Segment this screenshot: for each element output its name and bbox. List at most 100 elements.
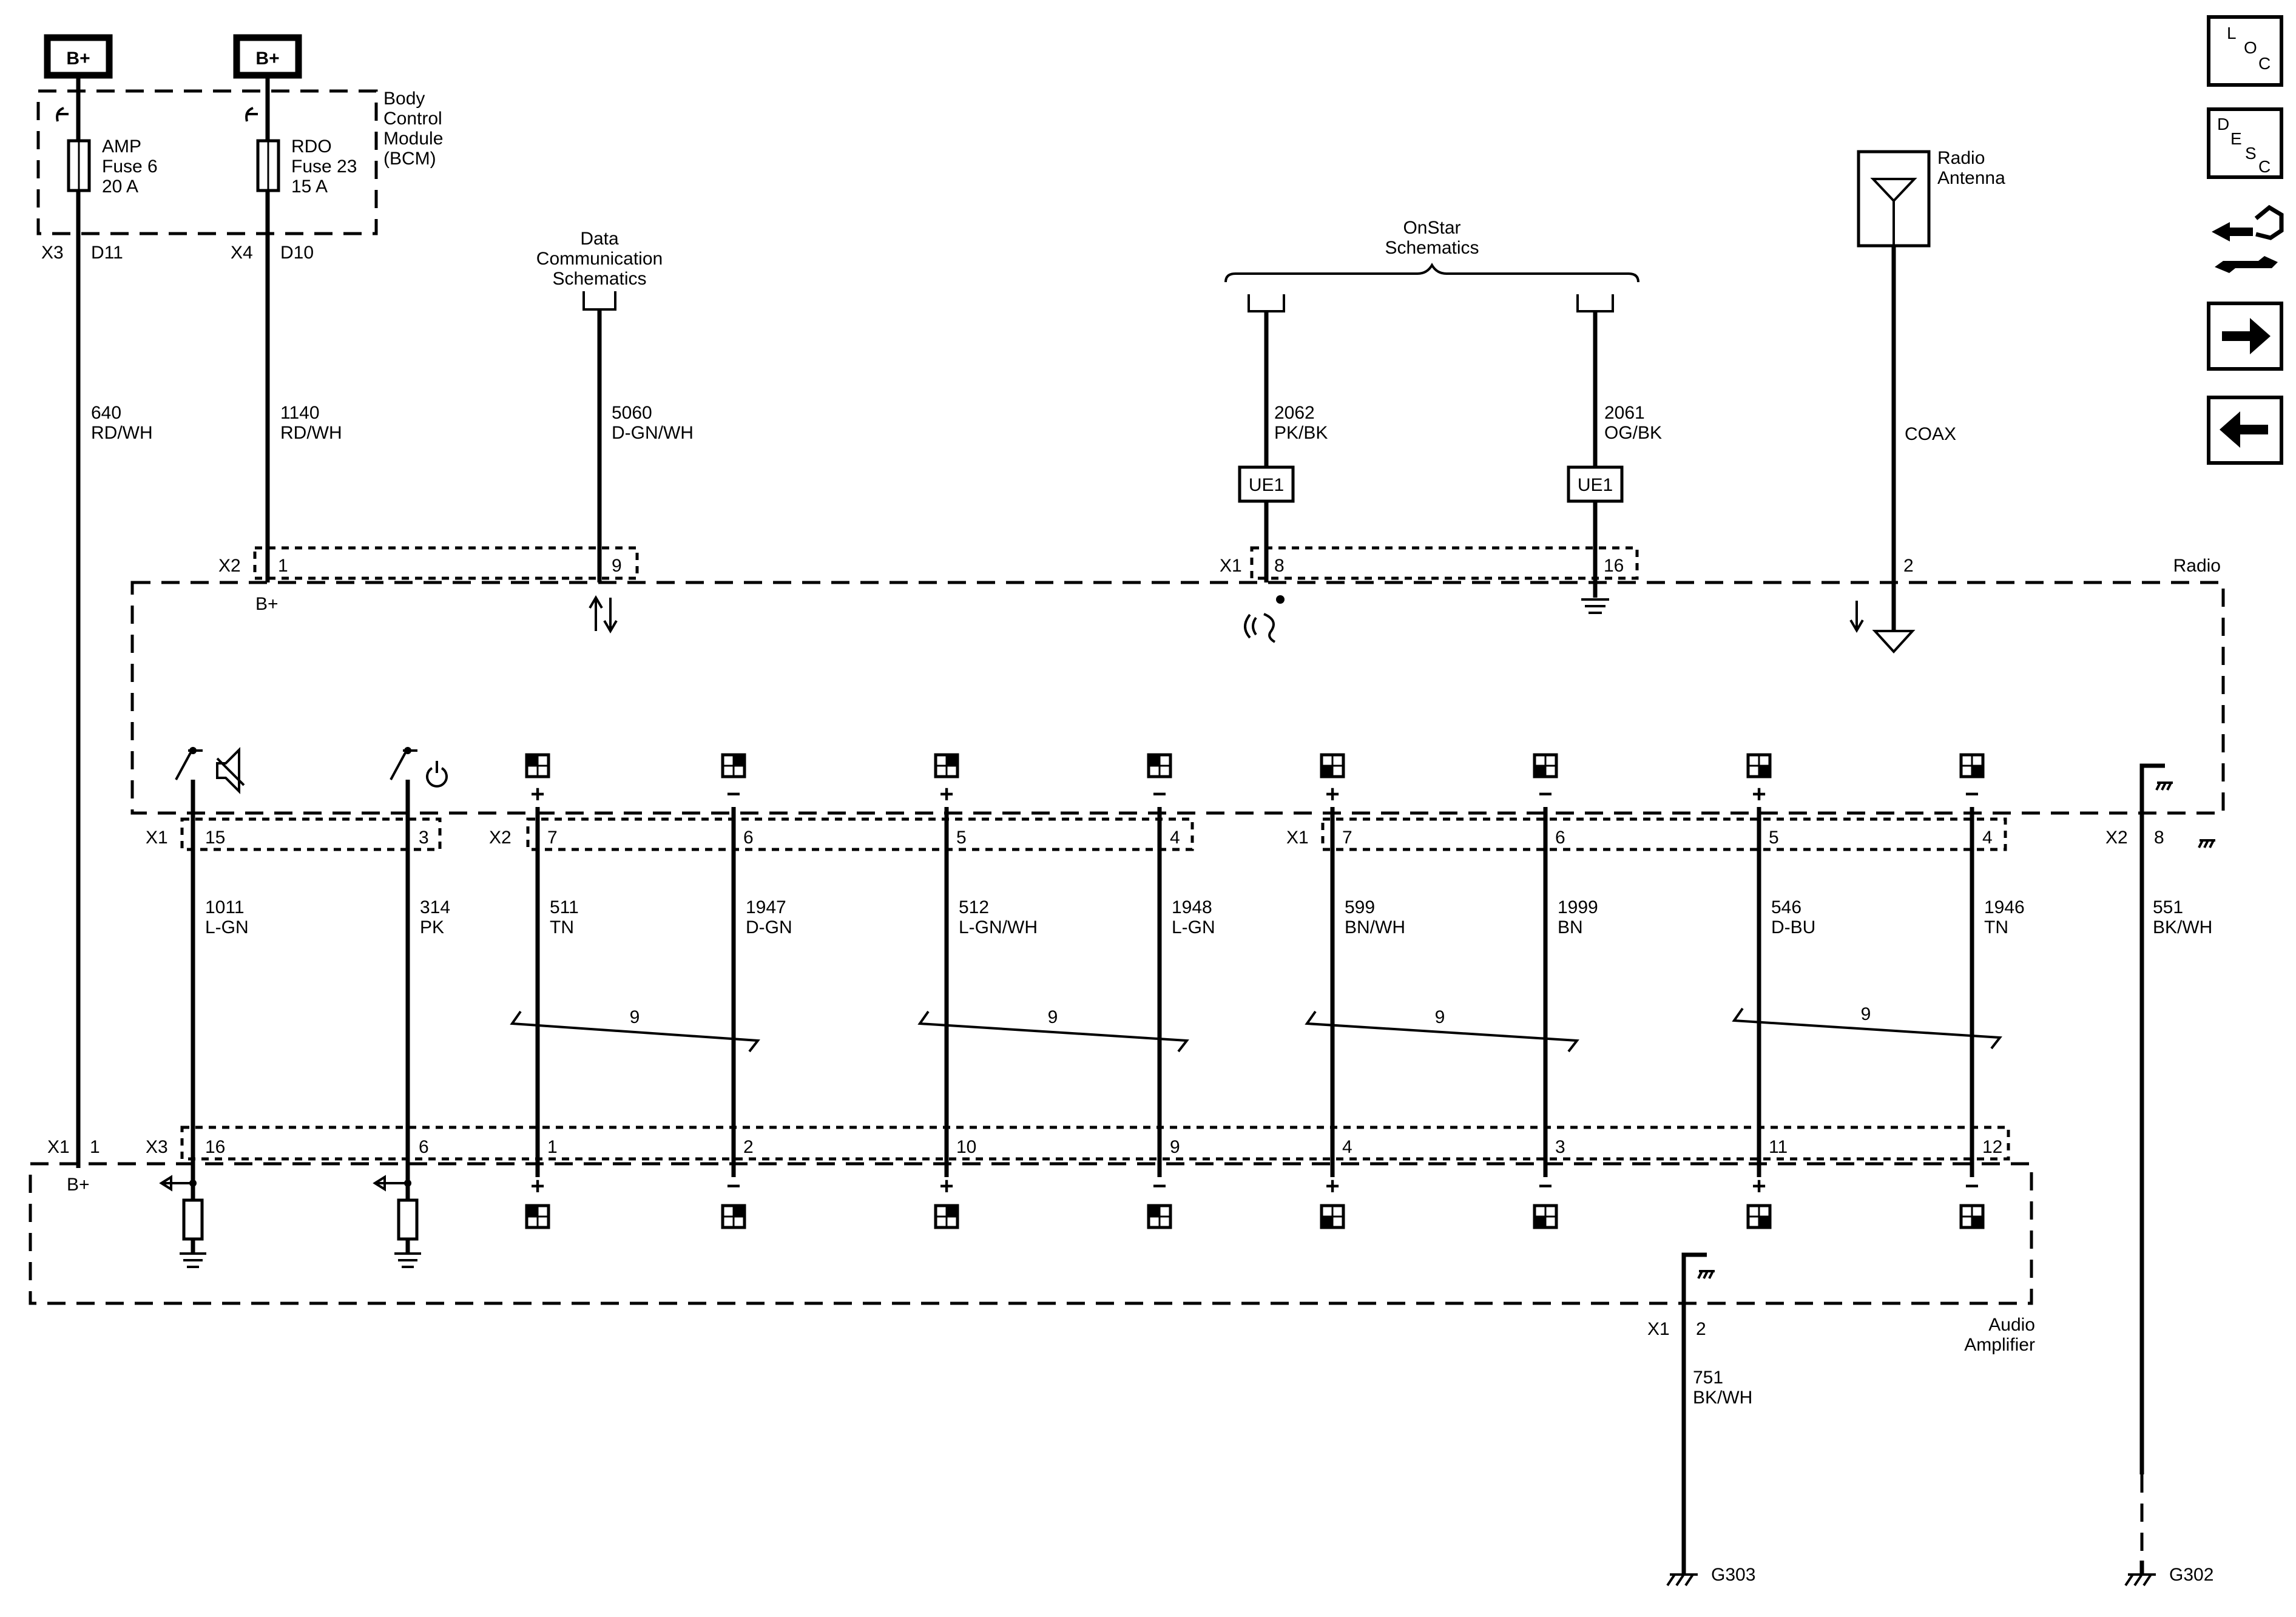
wire-circuit-label: 599 [1345, 897, 1375, 917]
svg-text:6: 6 [419, 1137, 429, 1157]
svg-text:15 A: 15 A [291, 177, 328, 197]
amp-bplus-label: B+ [67, 1175, 90, 1195]
twisted-pair-1: 9 [510, 1007, 760, 1053]
svg-text:640: 640 [91, 403, 121, 423]
polarity-minus: − [1152, 781, 1166, 808]
svg-text:7: 7 [547, 828, 558, 848]
wire-color-label: BN [1558, 917, 1583, 937]
svg-text:COAX: COAX [1905, 424, 1956, 444]
wire-circuit-label: 314 [420, 897, 450, 917]
radio-connector-x1-bottom-b [1321, 817, 2007, 851]
microphone-icon [1244, 595, 1285, 643]
svg-text:8: 8 [1274, 556, 1285, 576]
twisted-pair-2: 9 [917, 1007, 1189, 1053]
description-button[interactable]: D E S C [2207, 107, 2283, 179]
repair-tools-icon[interactable] [2212, 204, 2284, 273]
wire-2062-label: 2062 PK/BK [1274, 403, 1328, 443]
wire-circuit-label: 1947 [746, 897, 786, 917]
svg-text:1: 1 [90, 1137, 100, 1157]
bidirectional-data-icon [589, 595, 618, 633]
wire-551-ground-label: 551 BK/WH [2153, 897, 2212, 937]
svg-text:5: 5 [1769, 828, 1779, 848]
mute-switch-icon [175, 747, 203, 780]
svg-text:B+: B+ [255, 49, 279, 69]
wire-circuit-label: 546 [1771, 897, 1801, 917]
svg-text:6: 6 [743, 828, 754, 848]
svg-text:X1: X1 [1286, 828, 1309, 848]
wire-color-label: D-BU [1771, 917, 1815, 937]
svg-text:2: 2 [743, 1137, 754, 1157]
wire-circuit-label: 1948 [1172, 897, 1212, 917]
svg-text:G303: G303 [1711, 1565, 1755, 1585]
forward-arrow-button[interactable] [2207, 302, 2283, 371]
svg-text:Fuse 6: Fuse 6 [102, 157, 158, 177]
svg-text:Antenna: Antenna [1937, 168, 2005, 188]
radio-connector-x2-bottom [526, 817, 1194, 851]
svg-text:Schematics: Schematics [552, 269, 646, 289]
svg-text:X3: X3 [146, 1137, 168, 1157]
svg-text:X1: X1 [1220, 556, 1242, 576]
svg-text:X1: X1 [1647, 1319, 1670, 1339]
polarity-plus: + [1325, 1173, 1339, 1200]
svg-text:Control: Control [383, 109, 442, 129]
onstar-ref: OnStar Schematics [1224, 218, 1639, 467]
svg-text:D-GN/WH: D-GN/WH [612, 423, 694, 443]
svg-text:X2: X2 [489, 828, 512, 848]
bcm-title: Body Control Module (BCM) [383, 89, 443, 169]
svg-text:9: 9 [612, 556, 622, 576]
back-arrow-button[interactable] [2207, 396, 2283, 465]
svg-text:BK/WH: BK/WH [2153, 917, 2212, 937]
svg-text:OG/BK: OG/BK [1604, 423, 1662, 443]
svg-text:Fuse 23: Fuse 23 [291, 157, 357, 177]
polarity-plus: + [530, 781, 544, 808]
svg-text:9: 9 [1861, 1004, 1871, 1024]
radio-connector-x1-bottom-a [180, 817, 442, 851]
ground-icon-x1-16 [1581, 582, 1609, 614]
svg-text:X2: X2 [2105, 828, 2128, 848]
polarity-minus: − [1965, 1173, 1979, 1200]
polarity-plus: + [1752, 781, 1766, 808]
wire-color-label: PK [420, 917, 444, 937]
bcm-connector-labels: X3 D11 X4 D10 [41, 243, 314, 263]
svg-text:10: 10 [956, 1137, 976, 1157]
svg-text:X3: X3 [41, 243, 64, 263]
amp-pin-labels: X1 1 X3 16 6 1 2 10 9 4 3 11 12 [47, 1137, 2002, 1157]
svg-text:8: 8 [2154, 828, 2164, 848]
svg-text:X2: X2 [218, 556, 241, 576]
location-button[interactable]: L O C [2207, 15, 2283, 87]
polarity-minus: − [1538, 781, 1552, 808]
wire-circuit-label: 1011 [205, 897, 245, 917]
svg-text:9: 9 [630, 1007, 640, 1027]
ue1-inline-left: UE1 [1238, 465, 1295, 503]
svg-text:4: 4 [1170, 828, 1180, 848]
svg-text:16: 16 [205, 1137, 225, 1157]
svg-text:2062: 2062 [1274, 403, 1315, 423]
polarity-plus: + [1325, 781, 1339, 808]
bplus-box-amp: B+ [44, 34, 113, 79]
svg-text:Data: Data [580, 229, 619, 249]
svg-text:C: C [2258, 54, 2271, 73]
svg-text:E: E [2230, 129, 2242, 148]
polarity-minus: − [726, 1173, 740, 1200]
svg-text:Amplifier: Amplifier [1964, 1335, 2035, 1355]
svg-text:O: O [2244, 38, 2257, 57]
polarity-plus: + [939, 781, 953, 808]
polarity-minus: − [726, 781, 740, 808]
svg-text:4: 4 [1982, 828, 1993, 848]
svg-text:G302: G302 [2169, 1565, 2213, 1585]
svg-text:PK/BK: PK/BK [1274, 423, 1328, 443]
amp-boundary [29, 1162, 2033, 1305]
svg-text:Body: Body [383, 89, 425, 109]
svg-text:X1: X1 [47, 1137, 70, 1157]
svg-text:9: 9 [1170, 1137, 1180, 1157]
svg-text:1: 1 [278, 556, 288, 576]
radio-boundary [130, 581, 2225, 815]
svg-text:L: L [2227, 24, 2237, 42]
radio-bottom-pin-labels: X1 15 3 X2 7 6 5 4 X1 7 6 5 4 X2 8 [146, 828, 2164, 848]
polarity-plus: + [530, 1173, 544, 1200]
svg-text:Communication: Communication [536, 249, 663, 269]
svg-text:RD/WH: RD/WH [280, 423, 342, 443]
amp-power-input [373, 1175, 421, 1268]
svg-text:11: 11 [1769, 1137, 1788, 1157]
